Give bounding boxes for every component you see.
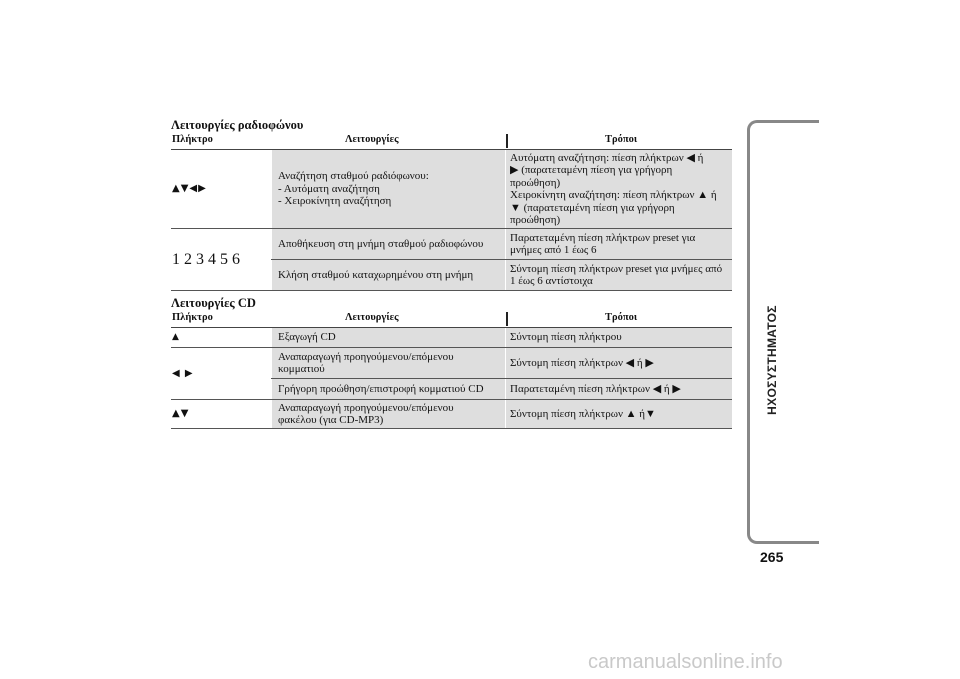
preset-row-group: 1 2 3 4 5 6 Αποθήκευση στη μνήμη σταθμού… (171, 229, 732, 291)
key-cell: ◀ ▶ (171, 348, 271, 399)
header-function: Λειτουργίες (345, 134, 399, 145)
track-row-group: ◀ ▶ Αναπαραγωγή προηγούμενου/επόμενου κο… (171, 348, 732, 400)
header-key: Πλήκτρο (172, 312, 213, 323)
function-line: Αναζήτηση σταθμού ραδιόφωνου: (278, 170, 429, 183)
mode-line: 1 έως 6 αντίστοιχα (510, 275, 593, 287)
function-cell: Αναπαραγωγή προηγούμενου/επόμενου φακέλο… (271, 400, 505, 428)
chapter-side-tab (747, 120, 819, 544)
mode-line: Αυτόματη αναζήτηση: πίεση πλήκτρων ◀ ή (510, 151, 704, 164)
table-row: Κλήση σταθμού καταχωρημένου στη μνήμη Σύ… (271, 260, 732, 290)
function-line: Αναπαραγωγή προηγούμενου/επόμενου (278, 350, 454, 363)
table-row: ▲▼ Αναπαραγωγή προηγούμενου/επόμενου φακ… (171, 400, 732, 429)
mode-line: μνήμες από 1 έως 6 (510, 244, 597, 256)
mode-line: Χειροκίνητη αναζήτηση: πίεση πλήκτρων ▲ … (510, 189, 717, 201)
up-down-arrows-icon: ▲▼ (172, 407, 190, 419)
key-cell: ▲▼ (171, 400, 271, 428)
preset-keys-label: 1 2 3 4 5 6 (172, 250, 240, 268)
header-key: Πλήκτρο (172, 134, 213, 145)
function-cell: Αναζήτηση σταθμού ραδιόφωνου: - Αυτόματη… (271, 150, 505, 228)
mode-line: προώθηση) (510, 214, 561, 226)
mode-cell: Παρατεταμένη πίεση πλήκτρων preset για μ… (505, 229, 732, 259)
mode-line: Παρατεταμένη πίεση πλήκτρων preset για (510, 231, 696, 244)
function-line: Αναπαραγωγή προηγούμενου/επόμενου (278, 401, 454, 414)
eject-icon: ▲ (172, 332, 179, 343)
table-header: Πλήκτρο Λειτουργίες Τρόποι (171, 311, 732, 328)
radio-functions-table: Πλήκτρο Λειτουργίες Τρόποι ▲▼◀▶ Αναζήτησ… (171, 133, 732, 291)
mode-cell: Παρατεταμένη πίεση πλήκτρων ◀ ή ▶ (505, 379, 732, 399)
table-header: Πλήκτρο Λειτουργίες Τρόποι (171, 133, 732, 150)
mode-line: Σύντομη πίεση πλήκτρων ◀ ή ▶ (510, 356, 654, 369)
mode-line: ▶ (παρατεταμένη πίεση για γρήγορη (510, 164, 673, 176)
mode-line: Σύντομη πίεση πλήκτρων ▲ ή▼ (510, 407, 656, 420)
function-cell: Αποθήκευση στη μνήμη σταθμού ραδιοφώνου (271, 229, 505, 259)
watermark: carmanualsonline.info (588, 651, 783, 673)
function-line: Κλήση σταθμού καταχωρημένου στη μνήμη (278, 268, 474, 281)
mode-cell: Σύντομη πίεση πλήκτρων ◀ ή ▶ (505, 348, 732, 378)
cd-section-title: Λειτουργίες CD (171, 296, 256, 310)
mode-cell: Σύντομη πίεση πλήκτρων preset για μνήμες… (505, 260, 732, 290)
table-row: Αποθήκευση στη μνήμη σταθμού ραδιοφώνου … (271, 229, 732, 260)
header-divider (506, 312, 508, 326)
mode-line: ▼ (παρατεταμένη πίεση για γρήγορη (510, 201, 675, 214)
chapter-label: ΗΧΟΣΥΣΤΗΜΑΤΟΣ (764, 300, 780, 420)
function-line: Αποθήκευση στη μνήμη σταθμού ραδιοφώνου (278, 237, 484, 250)
table-row: ▲▼◀▶ Αναζήτηση σταθμού ραδιόφωνου: - Αυτ… (171, 150, 732, 229)
header-mode: Τρόποι (605, 312, 638, 323)
header-function: Λειτουργίες (345, 312, 399, 323)
function-cell: Κλήση σταθμού καταχωρημένου στη μνήμη (271, 260, 505, 290)
radio-section-title: Λειτουργίες ραδιοφώνου (171, 118, 304, 132)
mode-line: Σύντομη πίεση πλήκτρων preset για μνήμες… (510, 262, 723, 275)
function-cell: Αναπαραγωγή προηγούμενου/επόμενου κομματ… (271, 348, 505, 378)
function-line: φακέλου (για CD-MP3) (278, 414, 384, 426)
table-row: Αναπαραγωγή προηγούμενου/επόμενου κομματ… (271, 348, 732, 379)
function-cell: Γρήγορη προώθηση/επιστροφή κομματιού CD (271, 379, 505, 399)
track-subrows: Αναπαραγωγή προηγούμενου/επόμενου κομματ… (271, 348, 732, 399)
mode-line: Παρατεταμένη πίεση πλήκτρων ◀ ή ▶ (510, 382, 681, 395)
preset-subrows: Αποθήκευση στη μνήμη σταθμού ραδιοφώνου … (271, 229, 732, 290)
header-mode: Τρόποι (605, 134, 638, 145)
arrow-keys-icon: ▲▼◀▶ (172, 182, 207, 194)
function-line: - Αυτόματη αναζήτηση (278, 182, 380, 195)
mode-line: Σύντομη πίεση πλήκτρου (510, 331, 622, 344)
table-row: Γρήγορη προώθηση/επιστροφή κομματιού CD … (271, 379, 732, 399)
key-cell: ▲ (171, 328, 271, 347)
table-row: ▲ Εξαγωγή CD Σύντομη πίεση πλήκτρου (171, 328, 732, 348)
left-right-arrows-icon: ◀ ▶ (172, 368, 194, 379)
mode-cell: Σύντομη πίεση πλήκτρων ▲ ή▼ (505, 400, 732, 428)
function-line: Εξαγωγή CD (278, 331, 336, 344)
cd-functions-table: Πλήκτρο Λειτουργίες Τρόποι ▲ Εξαγωγή CD … (171, 311, 732, 429)
function-line: Γρήγορη προώθηση/επιστροφή κομματιού CD (278, 382, 484, 395)
key-cell: ▲▼◀▶ (171, 150, 271, 228)
key-cell: 1 2 3 4 5 6 (171, 229, 271, 290)
mode-line: προώθηση) (510, 176, 561, 189)
mode-cell: Σύντομη πίεση πλήκτρου (505, 328, 732, 347)
function-line: - Χειροκίνητη αναζήτηση (278, 195, 392, 208)
mode-cell: Αυτόματη αναζήτηση: πίεση πλήκτρων ◀ ή ▶… (505, 150, 732, 228)
function-line: κομματιού (278, 363, 325, 375)
chapter-label-text: ΗΧΟΣΥΣΤΗΜΑΤΟΣ (765, 305, 779, 415)
header-divider (506, 134, 508, 148)
function-cell: Εξαγωγή CD (271, 328, 505, 347)
page-number: 265 (760, 549, 784, 565)
